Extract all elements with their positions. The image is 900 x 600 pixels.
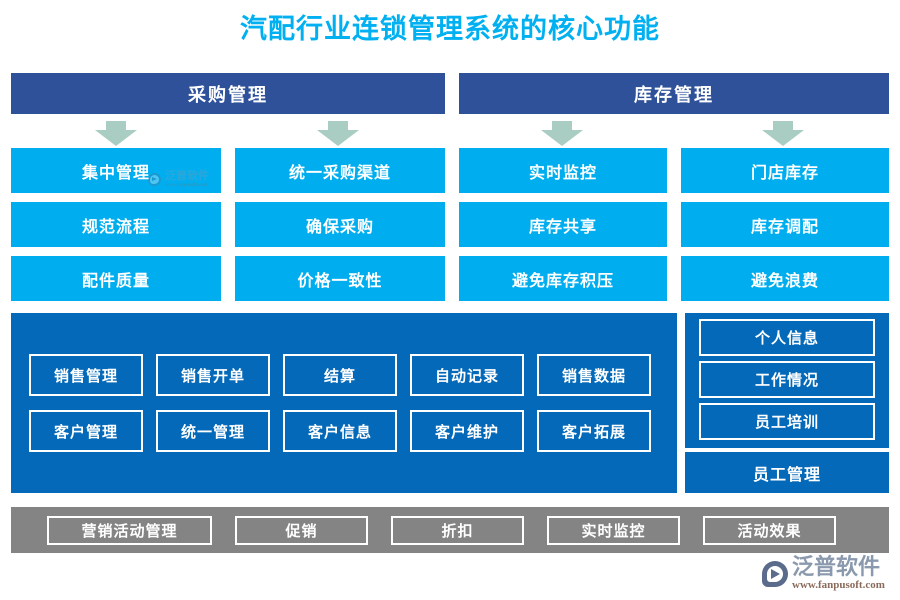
staff-management-box[interactable]: 员工管理 [685,452,889,493]
sales-box-r1c2[interactable]: 销售开单 [156,354,270,396]
sales-box-label: 客户维护 [434,423,499,441]
staff-management-label: 员工管理 [752,466,821,484]
sales-box-label: 统一管理 [180,423,245,441]
feature-cell-label: 库存调配 [750,218,819,236]
sales-box-r1c5[interactable]: 销售数据 [537,354,651,396]
arrow-down-icon-1 [95,121,137,146]
marketing-box-promotion[interactable]: 促销 [235,516,368,545]
sales-box-r1c3[interactable]: 结算 [283,354,397,396]
feature-cell-c2r3[interactable]: 价格一致性 [235,256,445,301]
feature-cell-c2r2[interactable]: 确保采购 [235,202,445,247]
page-title: 汽配行业连锁管理系统的核心功能 [240,14,660,44]
feature-cell-c4r1[interactable]: 门店库存 [681,148,889,193]
feature-cell-label: 集中管理 [81,164,150,182]
sales-box-label: 客户拓展 [561,423,626,441]
feature-cell-label: 库存共享 [528,218,597,236]
watermark-url: www.fanpusoft.com [792,579,885,591]
section-header-inventory[interactable]: 库存管理 [459,73,889,114]
sales-box-r2c5[interactable]: 客户拓展 [537,410,651,452]
feature-cell-c3r1[interactable]: 实时监控 [459,148,667,193]
sales-box-label: 结算 [323,367,356,385]
feature-cell-label: 确保采购 [305,218,374,236]
sales-customer-panel: 销售管理 销售开单 结算 自动记录 销售数据 客户管理 统一管理 客户信息 客户… [11,313,677,493]
marketing-box-label: 促销 [285,523,318,540]
arrow-down-icon-3 [541,121,583,146]
feature-cell-label: 门店库存 [750,164,819,182]
sales-box-r2c4[interactable]: 客户维护 [410,410,524,452]
sales-box-label: 客户管理 [53,423,118,441]
feature-cell-label: 价格一致性 [297,272,383,290]
sales-box-r1c1[interactable]: 销售管理 [29,354,143,396]
marketing-box-campaign-management[interactable]: 营销活动管理 [47,516,212,545]
marketing-box-label: 营销活动管理 [81,523,178,540]
feature-cell-label: 配件质量 [81,272,150,290]
sales-box-r2c2[interactable]: 统一管理 [156,410,270,452]
staff-box-label: 工作情况 [754,372,819,389]
feature-cell-c4r3[interactable]: 避免浪费 [681,256,889,301]
arrow-down-icon-4 [762,121,804,146]
section-header-purchase-label: 采购管理 [188,84,268,105]
feature-cell-c1r3[interactable]: 配件质量 [11,256,221,301]
sales-box-r2c1[interactable]: 客户管理 [29,410,143,452]
section-header-purchase[interactable]: 采购管理 [11,73,445,114]
sales-box-r2c3[interactable]: 客户信息 [283,410,397,452]
marketing-bar: 营销活动管理 促销 折扣 实时监控 活动效果 [11,507,889,553]
staff-box-work-status[interactable]: 工作情况 [699,361,875,398]
marketing-box-campaign-effect[interactable]: 活动效果 [703,516,836,545]
feature-cell-c1r1[interactable]: 集中管理 [11,148,221,193]
sales-box-r1c4[interactable]: 自动记录 [410,354,524,396]
staff-panel: 个人信息 工作情况 员工培训 [685,313,889,448]
staff-box-training[interactable]: 员工培训 [699,403,875,440]
marketing-box-realtime-monitor[interactable]: 实时监控 [547,516,680,545]
arrow-down-icon-2 [317,121,359,146]
watermark-logo: 泛普软件 www.fanpusoft.com [762,556,885,591]
staff-box-label: 员工培训 [754,414,819,431]
staff-box-label: 个人信息 [754,330,819,347]
feature-cell-c2r1[interactable]: 统一采购渠道 [235,148,445,193]
sales-box-label: 销售管理 [53,367,118,385]
marketing-box-label: 实时监控 [581,523,646,540]
sales-box-label: 销售开单 [180,367,245,385]
feature-cell-label: 规范流程 [81,218,150,236]
marketing-box-label: 折扣 [441,523,474,540]
section-header-inventory-label: 库存管理 [634,84,714,105]
fanpu-logo-icon [762,560,788,587]
staff-box-personal-info[interactable]: 个人信息 [699,319,875,356]
feature-cell-c3r2[interactable]: 库存共享 [459,202,667,247]
feature-cell-c3r3[interactable]: 避免库存积压 [459,256,667,301]
feature-cell-c4r2[interactable]: 库存调配 [681,202,889,247]
sales-box-label: 自动记录 [434,367,499,385]
sales-box-label: 销售数据 [561,367,626,385]
feature-cell-label: 避免浪费 [750,272,819,290]
feature-cell-label: 实时监控 [528,164,597,182]
sales-box-label: 客户信息 [307,423,372,441]
watermark-brand: 泛普软件 [792,554,881,579]
marketing-box-discount[interactable]: 折扣 [391,516,524,545]
marketing-box-label: 活动效果 [737,523,802,540]
feature-cell-c1r2[interactable]: 规范流程 [11,202,221,247]
feature-cell-label: 避免库存积压 [511,272,614,290]
feature-cell-label: 统一采购渠道 [288,164,391,182]
